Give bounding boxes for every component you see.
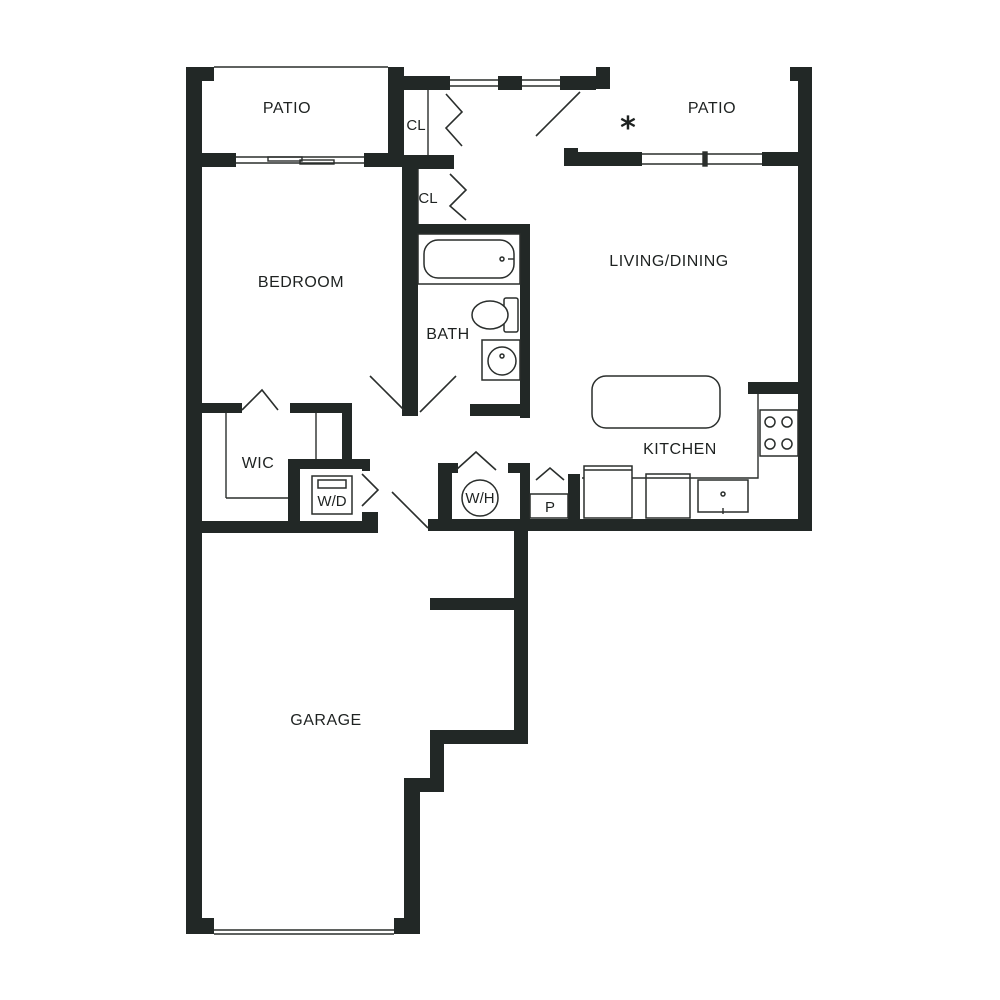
marker-asterisk: * xyxy=(620,111,636,146)
label-closet-top: CL xyxy=(406,117,425,134)
windows-and-openings xyxy=(214,66,762,935)
bath-sink xyxy=(481,339,521,381)
wall-left-outer xyxy=(186,67,202,933)
label-living-dining: LIVING/DINING xyxy=(609,253,728,270)
label-closet-mid: CL xyxy=(418,190,437,207)
label-garage: GARAGE xyxy=(290,712,361,729)
label-wic: WIC xyxy=(242,455,275,472)
fixtures xyxy=(311,233,799,519)
kitchen-island xyxy=(591,375,721,429)
label-patio-left: PATIO xyxy=(263,100,311,117)
water-heater xyxy=(461,479,499,517)
pantry-shelf xyxy=(529,493,569,519)
label-bedroom: BEDROOM xyxy=(258,274,344,291)
refrigerator xyxy=(583,465,633,519)
label-washer-dryer: W/D xyxy=(317,493,346,510)
bathtub xyxy=(417,233,521,285)
label-pantry: P xyxy=(545,499,555,516)
toilet xyxy=(471,297,519,333)
label-patio-right: PATIO xyxy=(688,100,736,117)
doors xyxy=(241,91,581,529)
washer-dryer xyxy=(311,475,353,515)
dishwasher xyxy=(645,473,691,519)
kitchen-sink xyxy=(697,479,749,514)
label-water-heater: W/H xyxy=(465,490,494,507)
stove xyxy=(759,409,799,457)
label-kitchen: KITCHEN xyxy=(643,441,717,458)
label-bath: BATH xyxy=(426,326,469,343)
walls xyxy=(186,67,812,934)
room-labels: PATIO CL CL PATIO * BEDROOM BATH LIVING/… xyxy=(242,100,736,729)
